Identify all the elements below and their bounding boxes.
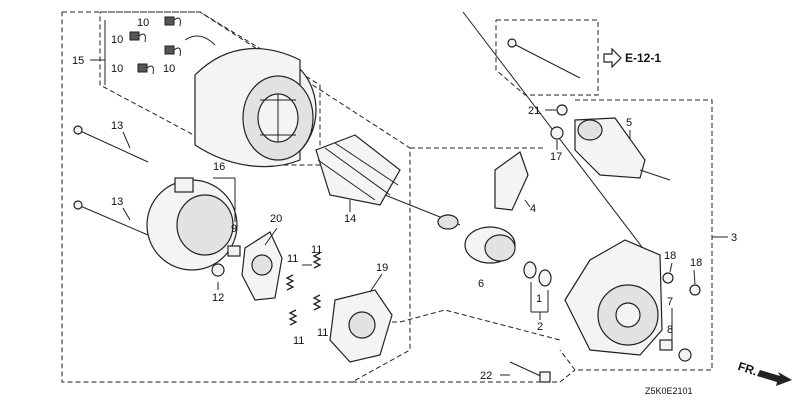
solenoid-switch [550, 104, 671, 181]
callout-8: 8 [667, 324, 673, 336]
callout-11: 11 [311, 244, 322, 256]
front-direction-indicator: FR. [736, 359, 792, 386]
callout-18: 18 [664, 250, 676, 262]
callout-19: 19 [376, 262, 388, 274]
overrunning-clutch [464, 226, 516, 264]
direction-arrow-icon [757, 370, 792, 386]
callout-15: 15 [72, 55, 84, 67]
reference-arrow: E-12-1 [603, 47, 661, 69]
brush-set [129, 16, 181, 75]
callout-10: 10 [137, 17, 149, 29]
group-outlines [61, 11, 713, 383]
yoke-assembly [184, 35, 317, 168]
springs [285, 252, 322, 326]
callout-6: 6 [478, 278, 484, 290]
reference-bolt [507, 38, 581, 79]
direction-label: FR. [736, 359, 759, 378]
callout-13: 13 [111, 196, 123, 208]
callout-22: 22 [480, 370, 492, 382]
callout-16: 16 [213, 161, 225, 173]
callout-7: 7 [667, 296, 673, 308]
brush-holder [329, 289, 393, 363]
drawing-code: Z5K0E2101 [645, 386, 693, 396]
callout-20: 20 [270, 213, 282, 225]
callout-14: 14 [344, 213, 356, 225]
housing-bolt [509, 361, 551, 383]
callout-3: 3 [731, 232, 737, 244]
through-bolts [73, 125, 149, 236]
callout-9: 9 [231, 223, 237, 235]
callout-10: 10 [111, 63, 123, 75]
callout-17: 17 [550, 151, 562, 163]
nuts [662, 272, 701, 296]
callout-13: 13 [111, 120, 123, 132]
callouts: 10 10 10 10 15 13 13 16 9 12 20 11 11 11… [72, 17, 737, 382]
callout-11: 11 [317, 327, 328, 339]
callout-18: 18 [690, 257, 702, 269]
brush-plate [241, 231, 283, 301]
callout-10: 10 [111, 34, 123, 46]
reference-leader-line [462, 11, 659, 269]
callout-5: 5 [626, 117, 632, 129]
leader-lines [90, 20, 728, 376]
callout-12: 12 [212, 292, 224, 304]
stop-rings [523, 261, 552, 287]
end-cover [146, 177, 241, 277]
callout-11: 11 [293, 335, 304, 347]
callout-10: 10 [163, 63, 175, 75]
callout-2: 2 [537, 321, 543, 333]
armature [315, 134, 461, 230]
callout-11: 11 [287, 253, 298, 265]
shift-lever [494, 151, 529, 211]
callout-4: 4 [530, 203, 536, 215]
front-housing [564, 239, 692, 362]
callout-21: 21 [528, 105, 540, 117]
callout-1: 1 [536, 293, 542, 305]
reference-label: E-12-1 [625, 51, 661, 65]
